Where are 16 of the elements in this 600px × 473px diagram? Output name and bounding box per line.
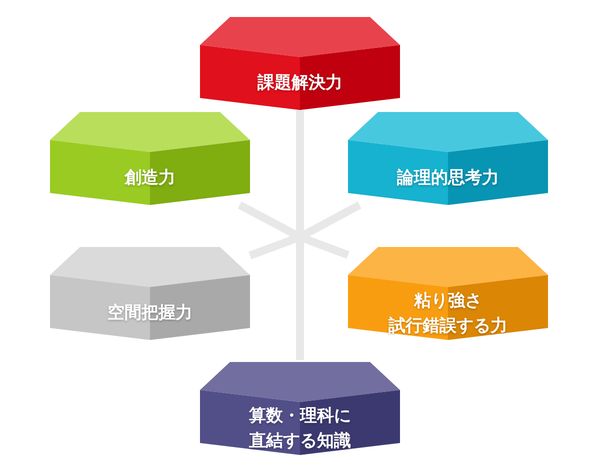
block-label: 粘り強さ [414,290,482,313]
cube-block [200,360,400,455]
connector-line [248,201,362,260]
cube-block [200,15,400,110]
cube-block [348,245,548,340]
block-label: 論理的思考力 [397,167,499,190]
cube-block [348,110,548,205]
block-label: 課題解決力 [258,72,342,96]
block-label: 創造力 [124,167,176,190]
block-label: 試行錯誤する力 [388,314,508,338]
block-label: 算数・理科に直結する知識 [248,404,352,452]
cube-block [50,245,250,340]
connector-line [296,110,304,360]
block-label: 空間把握力 [108,302,192,326]
connector-line [238,201,350,259]
cube-block [50,110,250,205]
